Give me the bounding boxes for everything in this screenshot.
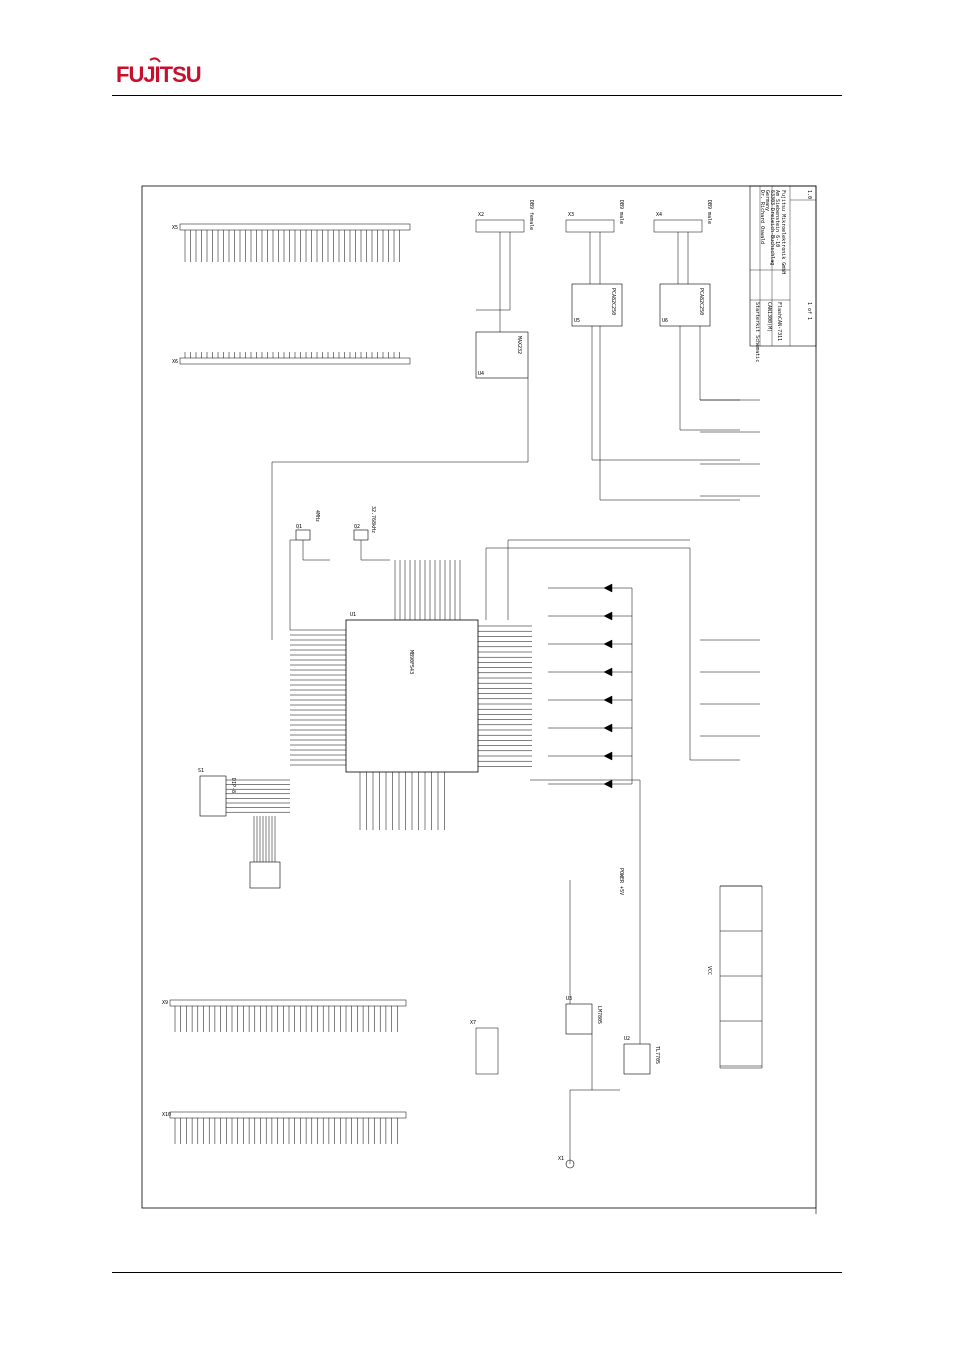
svg-text:U6: U6 xyxy=(662,318,668,324)
svg-text:4MHz: 4MHz xyxy=(314,510,320,522)
reset-ic-u2 xyxy=(623,1043,651,1075)
drawing-frame xyxy=(141,185,817,1209)
tb-designer: Dr. Richard Oswald xyxy=(759,190,765,244)
svg-text:MAX232: MAX232 xyxy=(516,336,522,354)
led-symbol xyxy=(603,723,613,733)
svg-text:X10: X10 xyxy=(162,1112,171,1118)
x2-label: X2 xyxy=(478,212,484,218)
svg-text:U4: U4 xyxy=(478,371,484,377)
wire xyxy=(599,326,740,501)
svg-text:S1: S1 xyxy=(198,768,204,774)
led-symbol xyxy=(603,667,613,677)
db9-x2 xyxy=(475,219,525,233)
wire xyxy=(360,540,390,561)
svg-text:Q1: Q1 xyxy=(296,524,302,530)
title-block: Fujitsu Mikroelektronik GmbH Am Siebenst… xyxy=(749,185,817,362)
svg-text:32.768kHz: 32.768kHz xyxy=(370,506,376,533)
svg-text:PCA82C250: PCA82C250 xyxy=(610,288,616,315)
can-transceiver-u5 xyxy=(571,283,623,327)
crystal-q2 xyxy=(353,529,369,541)
svg-text:Q2: Q2 xyxy=(354,524,360,530)
header-rule xyxy=(112,95,842,96)
svg-text:U2: U2 xyxy=(624,1036,630,1042)
rs232-driver-u4 xyxy=(475,331,529,379)
dip-switch-s1 xyxy=(199,775,227,817)
wire xyxy=(271,378,529,640)
footer-rule xyxy=(112,1272,842,1273)
connector-x6 xyxy=(179,357,411,365)
svg-text:PCA82C250: PCA82C250 xyxy=(698,288,704,315)
resistor-network xyxy=(249,861,281,889)
svg-text:FUJITSU: FUJITSU xyxy=(116,62,201,87)
tb-address-2: 63303 Dreieich-Buchschlag xyxy=(769,190,775,265)
svg-text:X7: X7 xyxy=(470,1020,476,1026)
wire xyxy=(507,539,690,620)
led-symbol xyxy=(603,779,613,789)
svg-text:U5: U5 xyxy=(574,318,580,324)
wire xyxy=(289,539,296,630)
tb-doc-no: CAN1300(M) xyxy=(766,302,772,332)
svg-text:POWER +5V: POWER +5V xyxy=(618,868,624,895)
tb-file: FlashCAN-7311 xyxy=(776,302,782,341)
led-symbol xyxy=(603,639,613,649)
can-transceiver-u6 xyxy=(659,283,711,327)
fujitsu-logo: FUJITSU xyxy=(116,57,202,87)
x4-label: X4 xyxy=(656,212,662,218)
x4-desc: DB9 male xyxy=(706,200,712,224)
db9-x3 xyxy=(565,219,615,233)
x2-desc: DB9 female xyxy=(528,200,534,230)
svg-text:U3: U3 xyxy=(566,996,572,1002)
wire xyxy=(699,326,740,401)
connector-x5 xyxy=(179,223,411,231)
svg-text:U1: U1 xyxy=(350,612,356,618)
decoupling-capacitors xyxy=(720,885,762,1069)
wire xyxy=(476,232,511,311)
wire xyxy=(679,326,740,431)
wire xyxy=(302,540,330,561)
x5-label: X5 xyxy=(172,225,178,231)
tb-sheet: 1 of 1 xyxy=(806,302,812,320)
svg-text:LM7805: LM7805 xyxy=(596,1006,602,1024)
wire xyxy=(569,1089,620,1164)
svg-text:TL7705: TL7705 xyxy=(654,1046,660,1064)
wire xyxy=(591,326,740,461)
connector-x7 xyxy=(475,1027,499,1075)
regulator-u3 xyxy=(565,1003,593,1035)
tb-rev: 1.0 xyxy=(806,190,812,199)
x3-label: X3 xyxy=(568,212,574,218)
connector-x9 xyxy=(169,999,407,1007)
x6-label: X6 xyxy=(172,359,178,365)
svg-text:X9: X9 xyxy=(162,1000,168,1006)
svg-text:DIP-8: DIP-8 xyxy=(230,778,236,793)
svg-text:MB90F543: MB90F543 xyxy=(408,650,414,674)
connector-x10 xyxy=(169,1111,407,1119)
mcu-u1 xyxy=(345,619,479,773)
svg-text:X1: X1 xyxy=(558,1156,564,1162)
tb-address-3: Germany xyxy=(764,190,770,211)
led-symbol xyxy=(603,751,613,761)
crystal-q1 xyxy=(295,529,311,541)
led-symbol xyxy=(603,611,613,621)
wire xyxy=(485,547,740,761)
tb-address-1: Am Siebenstein 6-10 xyxy=(774,190,780,247)
led-symbol xyxy=(603,695,613,705)
tb-title: Starterkit Schematic xyxy=(754,302,760,362)
svg-text:VCC: VCC xyxy=(706,966,712,975)
x3-desc: DB9 male xyxy=(618,200,624,224)
tb-company: Fujitsu Mikroelektronik GmbH xyxy=(780,190,786,274)
led-symbol xyxy=(603,583,613,593)
wire xyxy=(530,779,641,1044)
db9-x4 xyxy=(653,219,703,233)
